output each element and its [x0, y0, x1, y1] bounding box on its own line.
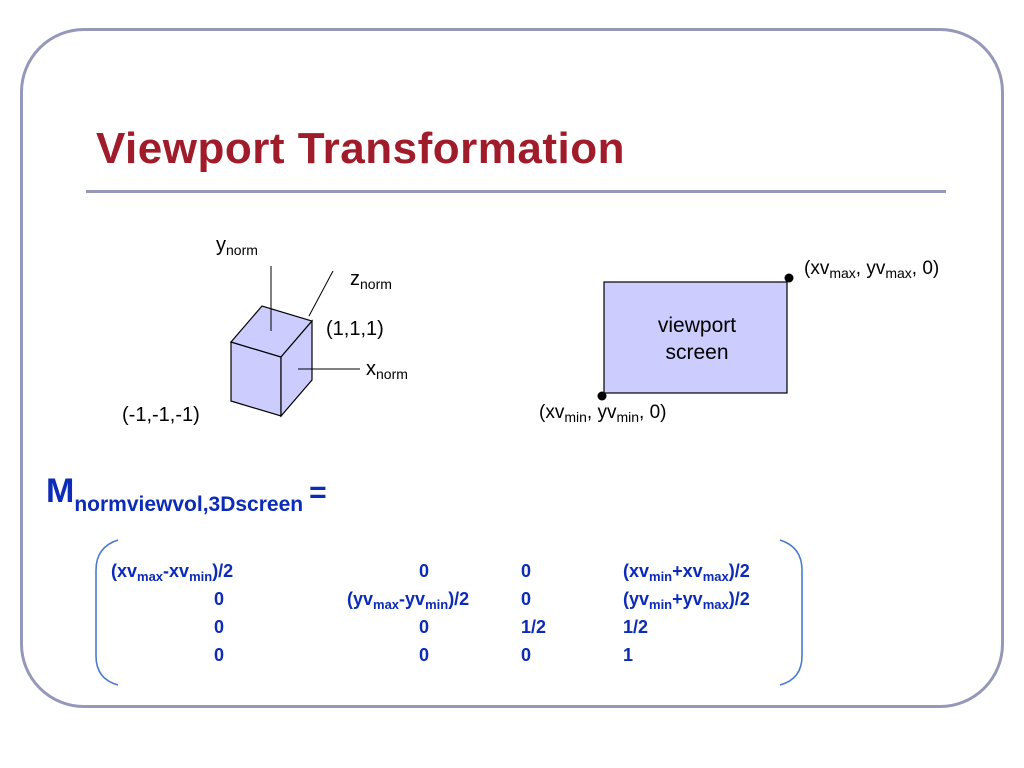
- z-axis-label: znorm: [350, 268, 392, 292]
- matrix-cell-r0c3: (xvmin+xvmax)/2: [623, 561, 750, 584]
- viewport-max-point: [784, 273, 794, 283]
- title-underline: [86, 190, 946, 193]
- matrix-cell-r3c0: 0: [214, 645, 225, 665]
- matrix-cell-r0c0: (xvmax-xvmin)/2: [111, 561, 234, 584]
- viewport-label-line2: screen: [665, 341, 729, 364]
- matrix-name: Mnormviewvol,3Dscreen=: [46, 472, 327, 516]
- viewport-label-line1: viewport: [657, 314, 737, 337]
- slide-title: Viewport Transformation: [96, 124, 625, 173]
- matrix-cell-r2c2: 1/2: [521, 617, 547, 637]
- matrix-cell-r0c2: 0: [521, 561, 532, 581]
- matrix-cell-r2c0: 0: [214, 617, 225, 637]
- matrix-right-bracket: [779, 539, 803, 686]
- viewport-label: viewport screen: [606, 312, 788, 366]
- matrix-cell-r3c2: 0: [521, 645, 532, 665]
- y-axis-label: ynorm: [216, 234, 258, 258]
- viewport-rect: [603, 281, 788, 394]
- cube: [229, 305, 314, 418]
- matrix-cell-r1c1: (yvmax-yvmin)/2: [347, 589, 470, 612]
- viewport-min-corner-label: (xvmin, yvmin, 0): [539, 402, 667, 425]
- x-axis-label: xnorm: [366, 358, 408, 382]
- matrix-cell-r3c1: 0: [419, 645, 430, 665]
- matrix-cell-r0c1: 0: [419, 561, 430, 581]
- matrix-left-bracket: [95, 539, 119, 686]
- cube-min-corner-label: (-1,-1,-1): [122, 404, 200, 426]
- matrix-cell-r1c0: 0: [214, 589, 225, 609]
- matrix-cell-r2c1: 0: [419, 617, 430, 637]
- matrix-cell-r1c3: (yvmin+yvmax)/2: [623, 589, 750, 612]
- z-axis-line: [308, 270, 334, 317]
- viewport-max-corner-label: (xvmax, yvmax, 0): [804, 258, 940, 281]
- slide-frame: [20, 28, 1004, 708]
- matrix-cell-r2c3: 1/2: [623, 617, 649, 637]
- cube-right-face: [280, 319, 313, 418]
- matrix-cell-r3c3: 1: [623, 645, 634, 665]
- cube-max-corner-label: (1,1,1): [326, 318, 384, 340]
- matrix-cell-r1c2: 0: [521, 589, 532, 609]
- viewport-min-point: [597, 391, 607, 401]
